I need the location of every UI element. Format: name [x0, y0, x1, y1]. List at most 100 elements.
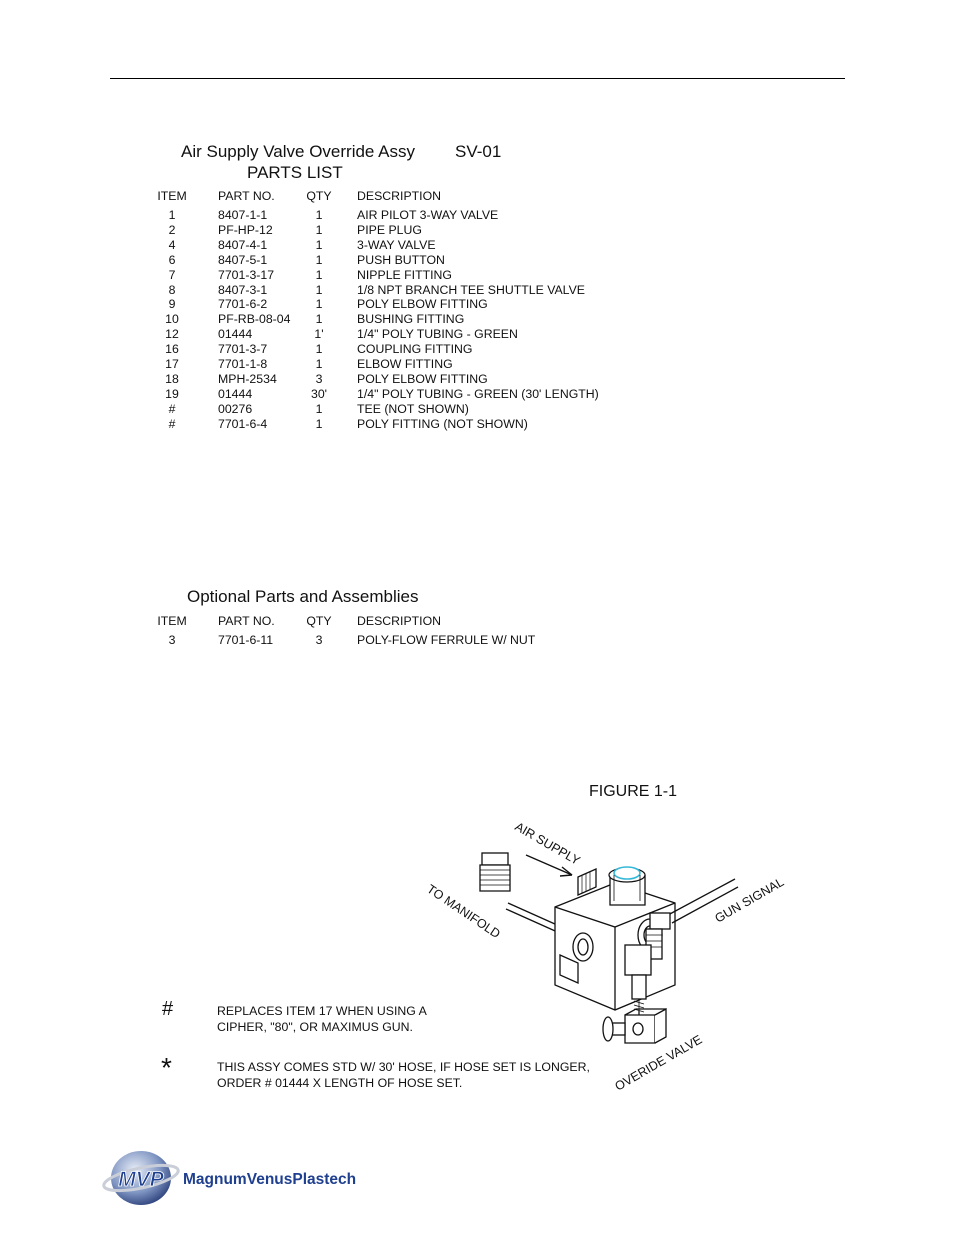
desc-cell: POLY ELBOW FITTING — [357, 371, 488, 386]
item-cell: 16 — [165, 342, 179, 357]
item-cell: 18 — [165, 371, 179, 386]
optional-parts-heading: Optional Parts and Assemblies — [187, 587, 419, 606]
col-item-header: ITEM — [157, 189, 187, 203]
item-cell: 3 — [168, 633, 176, 647]
item-cell: 19 — [165, 386, 179, 401]
col-qty-header: QTY — [306, 614, 332, 628]
override-valve — [602, 1007, 667, 1044]
table-row: 1 8407-1-1 1 AIR PILOT 3-WAY VALVE — [0, 208, 954, 223]
desc-cell: AIR PILOT 3-WAY VALVE — [357, 208, 499, 222]
note-text-asterisk: THIS ASSY COMES STD W/ 30' HOSE, IF HOSE… — [217, 1059, 590, 1091]
desc-cell: COUPLING FITTING — [357, 342, 473, 357]
desc-cell: BUSHING FITTING — [357, 312, 465, 327]
item-cell: 8 — [168, 282, 176, 297]
qty-cell: 1 — [315, 357, 323, 371]
qty-cell: 1 — [315, 401, 323, 416]
qty-cell: 1 — [315, 252, 323, 267]
document-title: Air Supply Valve Override Assy SV-01 — [181, 142, 501, 162]
desc-cell: TEE (NOT SHOWN) — [357, 401, 469, 416]
qty-cell: 1 — [315, 297, 323, 312]
note-symbol-hash: # — [162, 998, 174, 1020]
col-item-header: ITEM — [157, 614, 187, 628]
title-code: SV-01 — [455, 142, 502, 161]
qty-cell: 3 — [315, 633, 323, 647]
valve-assembly-drawing: AIR SUPPLY TO MANIFOLD GUN SIGNAL OVERID… — [424, 819, 787, 1093]
part-cell: 7701-1-8 — [218, 357, 268, 371]
company-name: MagnumVenusPlastech — [183, 1171, 357, 1188]
part-cell: 7701-3-17 — [218, 267, 275, 282]
item-cell: 12 — [165, 327, 179, 342]
qty-cell: 1' — [314, 327, 324, 342]
part-cell: PF-HP-12 — [218, 222, 273, 237]
note-text-hash: REPLACES ITEM 17 WHEN USING A CIPHER, "8… — [217, 1003, 427, 1035]
desc-cell: POLY-FLOW FERRULE W/ NUT — [357, 633, 536, 647]
note-line: REPLACES ITEM 17 WHEN USING A — [217, 1004, 427, 1018]
part-cell: MPH-2534 — [218, 371, 277, 386]
pipe-plug — [608, 866, 646, 906]
col-desc-header: DESCRIPTION — [357, 189, 442, 203]
table-row: 3 7701-6-11 3 POLY-FLOW FERRULE W/ NUT — [0, 633, 954, 648]
desc-cell: PUSH BUTTON — [357, 252, 445, 267]
part-cell: 8407-3-1 — [218, 282, 268, 297]
part-cell: 00276 — [218, 401, 253, 416]
item-cell: 4 — [168, 237, 176, 252]
part-cell: 8407-1-1 — [218, 208, 268, 222]
col-qty-header: QTY — [306, 189, 332, 203]
note-symbol-asterisk: * — [161, 1052, 172, 1083]
air-supply-label: AIR SUPPLY — [513, 819, 584, 868]
manifold-fitting — [479, 852, 511, 892]
desc-cell: 3-WAY VALVE — [357, 237, 436, 252]
item-cell: 7 — [168, 267, 176, 282]
qty-cell: 1 — [315, 208, 323, 222]
shuttle-valve — [624, 944, 652, 1013]
optional-table-header: ITEM PART NO. QTY DESCRIPTION — [0, 614, 954, 629]
item-cell: # — [168, 401, 176, 416]
part-cell: PF-RB-08-04 — [218, 312, 291, 327]
note-line: CIPHER, "80", OR MAXIMUS GUN. — [217, 1020, 413, 1034]
air-supply-fitting — [577, 867, 597, 897]
qty-cell: 1 — [315, 342, 323, 357]
item-cell: 10 — [165, 312, 179, 327]
part-cell: 7701-6-2 — [218, 297, 268, 312]
qty-cell: 1 — [315, 416, 323, 431]
note-line: ORDER # 01444 X LENGTH OF HOSE SET. — [217, 1076, 463, 1090]
logo-mark-text: MVP — [118, 1168, 165, 1191]
desc-cell: ELBOW FITTING — [357, 357, 453, 371]
parts-table-header: ITEM PART NO. QTY DESCRIPTION — [0, 189, 954, 204]
qty-cell: 1 — [315, 282, 323, 297]
qty-cell: 1 — [315, 222, 323, 237]
col-part-header: PART NO. — [218, 189, 275, 203]
item-cell: 1 — [168, 208, 176, 222]
title-text: Air Supply Valve Override Assy — [181, 142, 415, 161]
part-cell: 01444 — [218, 327, 253, 342]
item-cell: 6 — [168, 252, 176, 267]
part-cell: 7701-6-4 — [218, 416, 268, 431]
desc-cell: POLY ELBOW FITTING — [357, 297, 488, 312]
desc-cell: 1/8 NPT BRANCH TEE SHUTTLE VALVE — [357, 282, 586, 297]
qty-cell: 1 — [315, 237, 323, 252]
col-desc-header: DESCRIPTION — [357, 614, 442, 628]
note-line: THIS ASSY COMES STD W/ 30' HOSE, IF HOSE… — [217, 1060, 590, 1074]
table-row: 9 7701-6-2 1 POLY ELBOW FITTING — [0, 297, 954, 312]
item-cell: 2 — [168, 222, 176, 237]
part-cell: 8407-5-1 — [218, 252, 268, 267]
desc-cell: 1/4" POLY TUBING - GREEN (30' LENGTH) — [357, 386, 599, 401]
part-cell: 01444 — [218, 386, 253, 401]
figure-title: FIGURE 1-1 — [589, 783, 678, 800]
table-row: #00276 1 TEE (NOT SHOWN) — [0, 402, 954, 417]
qty-cell: 3 — [315, 371, 323, 386]
desc-cell: NIPPLE FITTING — [357, 267, 452, 282]
gun-signal-label: GUN SIGNAL — [713, 875, 787, 926]
mvp-logo-mark: MVP — [102, 1151, 180, 1205]
item-cell: 9 — [168, 297, 176, 312]
part-cell: 7701-6-11 — [218, 633, 274, 647]
desc-cell: POLY FITTING (NOT SHOWN) — [357, 416, 528, 431]
col-part-header: PART NO. — [218, 614, 275, 628]
item-cell: # — [168, 416, 176, 431]
